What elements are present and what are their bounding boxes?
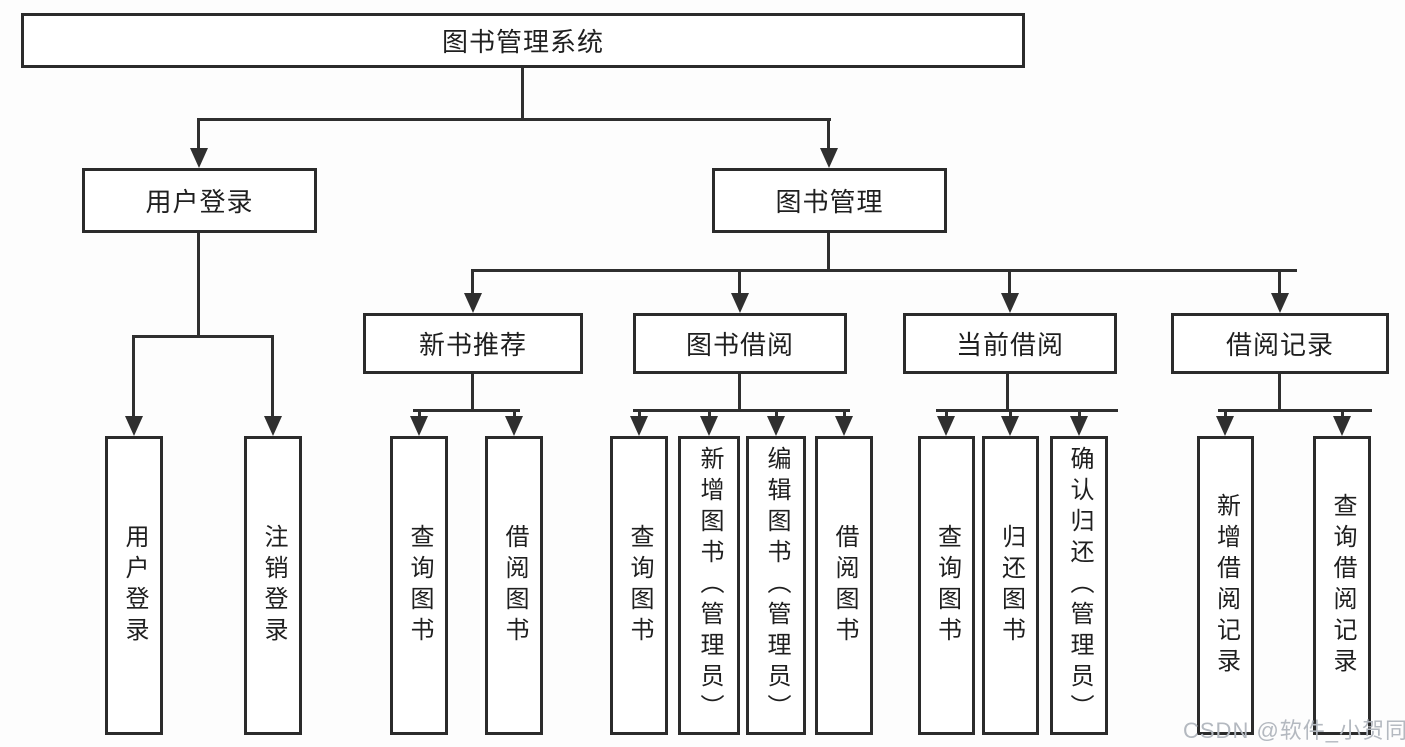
node-label: 当前借阅 [955,330,1064,360]
connector-line [1078,410,1081,420]
connector-line [1008,270,1011,298]
node-label: 借阅记录 [1225,330,1334,360]
connector-line [945,410,948,420]
connector-line [132,335,274,338]
leaf-user-login: 用户登录 [105,436,163,735]
connector-line [843,410,846,420]
connector-line [1009,410,1012,420]
connector-line [1224,410,1227,420]
node-library-management-system: 图书管理系统 [21,13,1025,68]
arrow-down-icon [410,416,428,436]
leaf-label: 确认归还（管理员） [1066,446,1093,725]
leaf-current-confirm-return-admin: 确认归还（管理员） [1050,436,1108,735]
connector-line [633,409,850,412]
leaf-label: 查询图书 [406,523,433,648]
arrow-down-icon [630,416,648,436]
connector-line [827,233,830,272]
node-borrowing-records: 借阅记录 [1171,313,1389,374]
connector-line [1218,409,1372,412]
arrow-down-icon [1216,416,1234,436]
arrow-down-icon [820,148,838,168]
connector-line [1006,374,1009,412]
arrow-down-icon [264,416,282,436]
leaf-label: 查询图书 [626,523,653,648]
connector-line [132,336,135,420]
connector-line [827,119,830,152]
arrow-down-icon [1001,293,1019,313]
connector-line [638,410,641,420]
arrow-down-icon [731,293,749,313]
leaf-borrow-edit-books-admin: 编辑图书（管理员） [746,436,806,735]
connector-line [1341,410,1344,420]
leaf-label: 借阅图书 [831,523,858,648]
connector-line [471,269,1297,272]
connector-line [271,336,274,420]
node-current-borrowing: 当前借阅 [903,313,1117,374]
connector-line [197,119,200,152]
leaf-label: 查询图书 [933,523,961,648]
leaf-label: 归还图书 [997,523,1025,648]
leaf-borrow-query-books: 查询图书 [610,436,668,735]
node-label: 用户登录 [145,187,254,217]
leaf-borrow-borrow-books: 借阅图书 [815,436,873,735]
leaf-rec-query-books: 查询图书 [390,436,448,735]
arrow-down-icon [700,416,718,436]
leaf-current-return-books: 归还图书 [982,436,1039,735]
connector-line [1278,374,1281,412]
node-new-book-recommendation: 新书推荐 [363,313,583,374]
arrow-down-icon [464,293,482,313]
connector-line [197,233,200,338]
leaf-current-query-books: 查询图书 [918,436,975,735]
leaf-rec-borrow-books: 借阅图书 [485,436,543,735]
connector-line [413,409,520,412]
leaf-label: 查询借阅记录 [1329,492,1356,679]
leaf-borrow-add-books-admin: 新增图书（管理员） [678,436,740,735]
connector-line [738,270,741,298]
arrow-down-icon [125,416,143,436]
csdn-watermark: CSDN @软件_小贺同学 [1183,718,1405,743]
connector-line [513,410,516,420]
connector-line [197,118,831,121]
node-book-management: 图书管理 [712,168,947,233]
node-label: 图书借阅 [685,330,794,360]
arrow-down-icon [835,416,853,436]
arrow-down-icon [1001,416,1019,436]
connector-line [738,374,741,412]
leaf-logout-login: 注销登录 [244,436,302,735]
arrow-down-icon [505,416,523,436]
connector-line [471,270,474,298]
connector-line [708,410,711,420]
arrow-down-icon [937,416,955,436]
connector-line [936,409,1118,412]
leaf-label: 新增图书（管理员） [696,446,723,725]
leaf-label: 新增借阅记录 [1212,492,1240,679]
node-label: 新书推荐 [418,330,527,360]
arrow-down-icon [1271,293,1289,313]
node-label: 图书管理 [775,187,884,217]
node-book-borrowing: 图书借阅 [633,313,847,374]
connector-line [418,410,421,420]
leaf-label: 注销登录 [260,523,287,648]
connector-line [1278,270,1281,298]
leaf-label: 用户登录 [121,523,148,648]
connector-line [471,374,474,412]
node-user-login: 用户登录 [82,168,317,233]
arrow-down-icon [1070,416,1088,436]
leaf-label: 编辑图书（管理员） [763,446,790,725]
arrow-down-icon [1333,416,1351,436]
leaf-records-add-borrow-record: 新增借阅记录 [1197,436,1254,735]
connector-line [775,410,778,420]
connector-line [521,68,524,120]
arrow-down-icon [190,148,208,168]
node-label: 图书管理系统 [441,27,604,57]
arrow-down-icon [767,416,785,436]
leaf-records-query-borrow-record: 查询借阅记录 [1313,436,1371,735]
leaf-label: 借阅图书 [501,523,528,648]
